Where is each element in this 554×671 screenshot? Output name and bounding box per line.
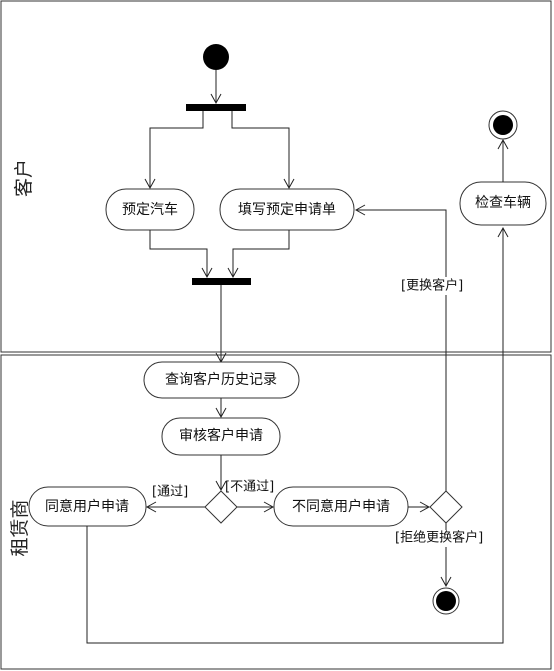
- decision2-diamond: [429, 490, 463, 524]
- activity-review-application-label: 审核客户申请: [179, 427, 263, 444]
- guard-passed: [通过]: [152, 485, 188, 500]
- guard-not-passed: [不通过]: [225, 480, 274, 495]
- activity-query-history-label: 查询客户历史记录: [165, 371, 277, 388]
- end-node-lessor-inner: [436, 591, 456, 611]
- guard-change-customer: [更换客户]: [401, 278, 463, 294]
- decision-diamond: [204, 490, 238, 524]
- activity-fill-application-label: 填写预定申请单: [238, 202, 336, 218]
- guard-change-customer-bg: [398, 277, 488, 295]
- lane-label-lessor: 租赁商: [9, 499, 31, 556]
- lane-lessor: [0, 354, 552, 670]
- edge-decision2-to-fill: [354, 204, 447, 491]
- edge-fork-to-reserve: [144, 111, 204, 190]
- fork-bar: [186, 104, 246, 111]
- edge-approve-to-inspect: [86, 226, 509, 644]
- activity-reserve-car-label: 预定汽车: [122, 201, 178, 218]
- edge-fill-to-join: [227, 230, 290, 279]
- guard-refuse-bg: [394, 530, 506, 547]
- activity-reject-application-label: 不同意用户申请: [292, 498, 390, 515]
- guard-refuse-change-customer: [拒绝更换客户]: [395, 530, 483, 546]
- end-node-customer-inner: [493, 115, 513, 135]
- start-node: [203, 44, 229, 70]
- edge-reserve-to-join: [149, 230, 213, 279]
- activity-inspect-vehicle-label: 检查车辆: [475, 194, 531, 211]
- lane-label-customer: 客户: [13, 159, 35, 197]
- activity-approve-application-label: 同意用户申请: [45, 498, 129, 515]
- join-bar: [192, 278, 251, 285]
- lane-customer: [0, 0, 552, 353]
- edge-fork-to-fill: [231, 111, 295, 190]
- activity-fill-application: [219, 188, 355, 231]
